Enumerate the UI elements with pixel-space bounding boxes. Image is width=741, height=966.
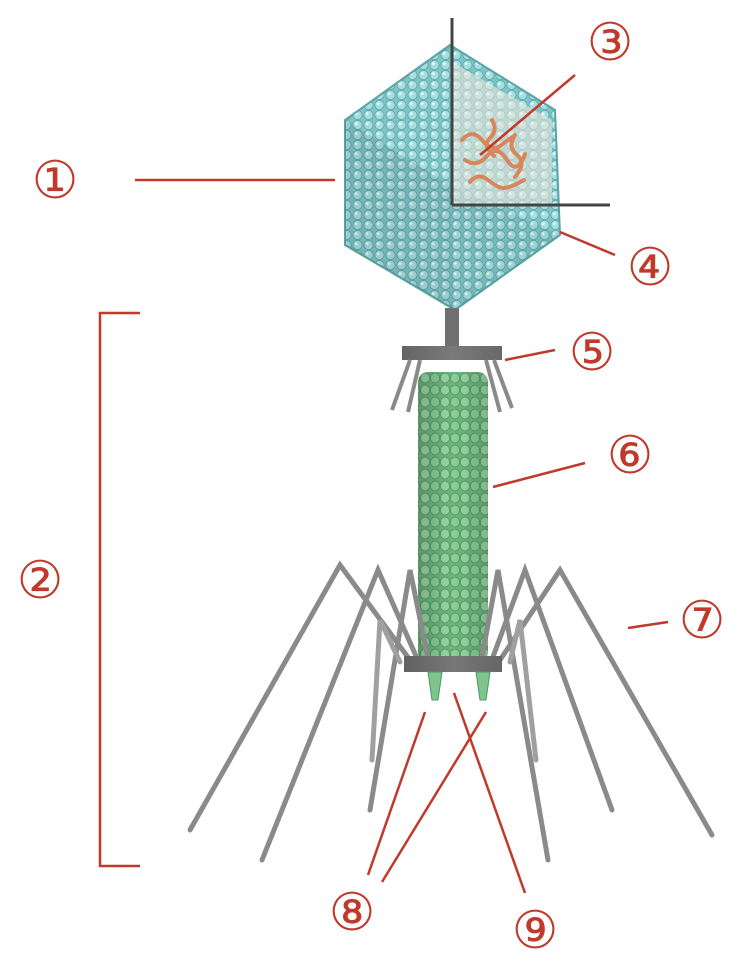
label-6-sheath: ⑥ — [607, 426, 654, 486]
label-5-collar: ⑤ — [569, 323, 616, 383]
label-3-nucleic-acid: ③ — [587, 13, 634, 73]
tail-pins — [428, 672, 490, 700]
tail-sheath — [418, 372, 488, 662]
label-8-tail-pins: ⑧ — [329, 883, 376, 943]
capsid-head — [345, 18, 610, 310]
label-1-capsid: ① — [32, 151, 79, 211]
label-9-base-plate: ⑨ — [512, 901, 559, 961]
base-plate — [404, 656, 502, 672]
label-7-tail-fibers: ⑦ — [679, 591, 726, 651]
label-2-tail: ② — [17, 551, 64, 611]
label-4-vertex: ④ — [627, 238, 674, 298]
